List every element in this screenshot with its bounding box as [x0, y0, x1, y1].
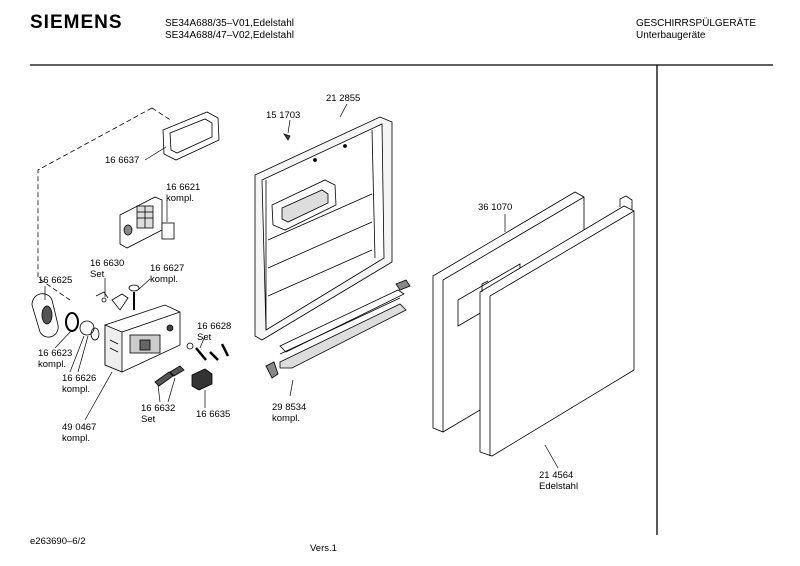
- category-info: GESCHIRRSPÜLGERÄTE Unterbaugeräte: [636, 18, 756, 42]
- model-line-1: SE34A688/35–V01,Edelstahl: [165, 18, 294, 29]
- electronics-housing-part: [104, 304, 181, 373]
- document-id: e263690–6/2: [30, 536, 86, 547]
- knob-seal-parts: [31, 291, 129, 341]
- category-line-2: Unterbaugeräte: [636, 30, 706, 41]
- model-info: SE34A688/35–V01,Edelstahl SE34A688/47–V0…: [165, 18, 294, 42]
- inner-door-part: [254, 116, 393, 341]
- part-label-166625: 16 6625: [38, 275, 73, 286]
- leader-lines: [44, 103, 559, 469]
- control-panel-part: [119, 196, 175, 249]
- display-frame-part: [162, 111, 220, 161]
- version-label: Vers.1: [310, 543, 337, 554]
- category-line-1: GESCHIRRSPÜLGERÄTE: [636, 18, 757, 29]
- screw-part: [128, 284, 140, 310]
- part-label-166637: 16 6637: [105, 155, 140, 166]
- assembly-dashed-line: [37, 107, 153, 301]
- handle-strip-part: [265, 279, 411, 379]
- part-label-361070: 36 1070: [478, 202, 513, 213]
- brand-logo: SIEMENS: [30, 12, 123, 33]
- part-label-166635: 16 6635: [196, 409, 231, 420]
- front-panel-part: [479, 195, 635, 457]
- part-label-151703: 15 1703: [266, 110, 301, 121]
- model-line-2: SE34A688/47–V02,Edelstahl: [165, 30, 294, 41]
- spring-switch-parts: [154, 342, 230, 391]
- part-label-212855: 21 2855: [326, 93, 361, 104]
- small-screw-part: [283, 133, 291, 141]
